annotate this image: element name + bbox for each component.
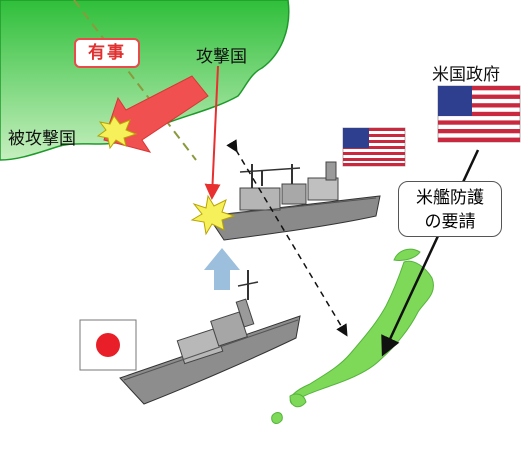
us-flag-icon: [437, 85, 521, 143]
border-line: [73, 0, 197, 161]
explosion-icon: [190, 194, 236, 236]
attacked-country-label: 被攻撃国: [8, 129, 76, 149]
protection-request-box: 米艦防護 の要請: [398, 181, 502, 237]
us-ship-icon: [207, 161, 381, 241]
japan-landmass: [289, 260, 434, 405]
request-line-1: 米艦防護: [416, 188, 484, 208]
escort-arrow: [204, 248, 240, 290]
escort-link-line: [226, 139, 348, 337]
us-flag-icon: [342, 127, 406, 167]
us-government-label: 米国政府: [432, 65, 500, 85]
japan-island: [271, 412, 283, 424]
emergency-label: 有事: [74, 38, 140, 68]
japan-flag-icon: [79, 319, 137, 371]
japan-destroyer-icon: [119, 270, 301, 405]
request-line-2: の要請: [424, 212, 476, 232]
japan-island: [289, 393, 307, 408]
attack-line: [204, 65, 221, 200]
attacking-country-label: 攻撃国: [196, 47, 247, 67]
explosion-icon: [96, 115, 138, 150]
landmass: [0, 0, 290, 161]
japan-island: [393, 248, 421, 261]
